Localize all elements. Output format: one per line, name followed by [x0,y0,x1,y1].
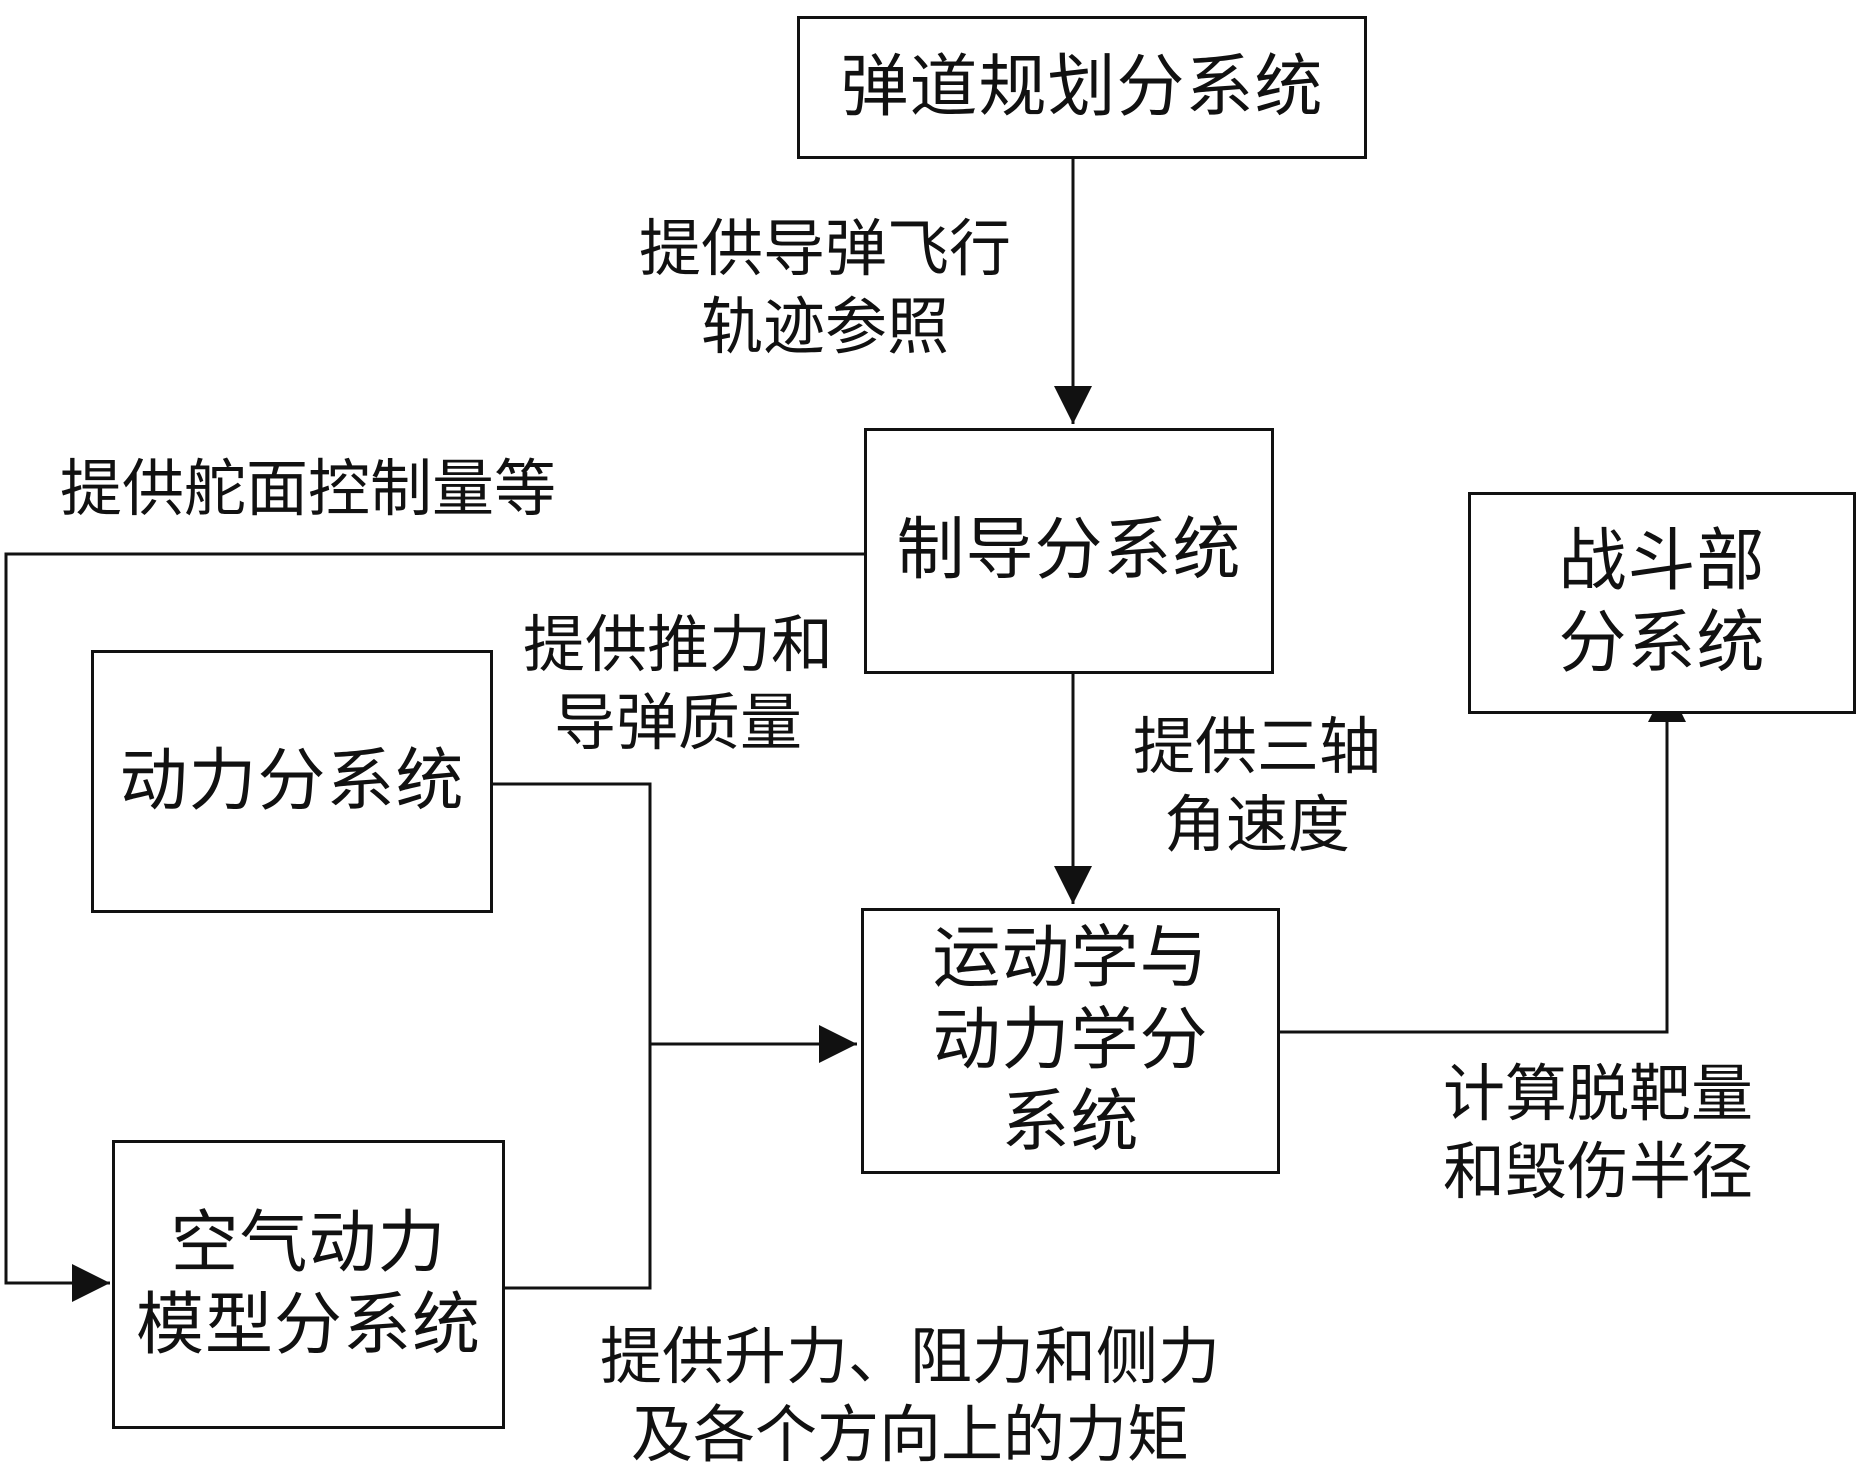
arrowhead-guidance [1054,386,1092,424]
dynamics-box-label: 运动学与 动力学分 系统 [932,919,1209,1162]
arrowhead-dynamics-left [819,1025,857,1063]
arrowhead-aero [72,1264,110,1302]
line-power-to-merge [493,782,652,1290]
warhead-box-label: 战斗部 分系统 [1558,522,1766,683]
arrowhead-dynamics-top [1054,866,1092,904]
label-aero-to-dynamics: 提供升力、阻力和侧力 及各个方向上的力矩 [599,1320,1220,1471]
trajectory-planning-box: 弹道规划分系统 [797,16,1367,159]
trajectory-planning-box-label: 弹道规划分系统 [840,47,1324,127]
dynamics-box: 运动学与 动力学分 系统 [861,908,1280,1174]
label-trajectory-to-guidance: 提供导弹飞行 轨迹参照 [638,212,1011,363]
power-box: 动力分系统 [91,650,493,913]
guidance-box: 制导分系统 [864,428,1274,674]
warhead-box: 战斗部 分系统 [1468,492,1856,714]
label-dynamics-to-warhead: 计算脱靶量 和毁伤半径 [1442,1057,1753,1208]
arrow-guidance-to-aero [4,552,864,1285]
power-box-label: 动力分系统 [119,741,465,821]
aero-model-box: 空气动力 模型分系统 [112,1140,505,1429]
arrow-dynamics-to-warhead [1280,722,1669,1034]
aero-model-box-label: 空气动力 模型分系统 [135,1203,481,1365]
label-guidance-to-aero: 提供舵面控制量等 [60,452,557,525]
label-guidance-to-dynamics: 提供三轴 角速度 [1132,710,1381,861]
label-power-to-dynamics: 提供推力和 导弹质量 [522,608,833,759]
guidance-box-label: 制导分系统 [896,511,1242,590]
